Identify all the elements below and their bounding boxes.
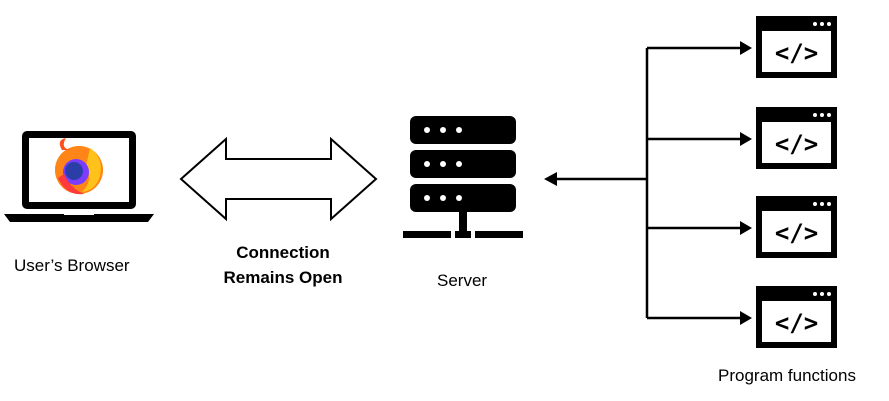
laptop-with-firefox-icon [4,131,154,222]
connection-label: Connection Remains Open [198,240,368,290]
firefox-logo-icon [55,138,103,195]
server-label: Server [437,271,488,290]
server-rack-icon [403,116,523,238]
code-window-icon: </> [756,107,837,169]
code-symbol: </> [775,39,818,67]
connection-label-line1: Connection [236,243,330,262]
browser-label: User’s Browser [14,256,130,275]
function-connector-lines [552,46,744,320]
code-window-group: </> </> </> </> [756,16,837,348]
program-functions-label: Program functions [718,366,856,385]
code-symbol: </> [775,219,818,247]
function-arrowhead-2 [740,132,752,146]
code-symbol: </> [775,309,818,337]
function-arrowhead-4 [740,311,752,325]
server-arrowhead [544,172,557,186]
code-window-icon: </> [756,16,837,78]
function-arrowhead-3 [740,221,752,235]
connection-label-line2: Remains Open [223,268,343,287]
code-window-icon: </> [756,196,837,258]
function-arrowhead-1 [740,41,752,55]
code-symbol: </> [775,130,818,158]
code-window-icon: </> [756,286,837,348]
arrowheads [544,41,752,325]
double-headed-arrow-icon [179,136,378,222]
